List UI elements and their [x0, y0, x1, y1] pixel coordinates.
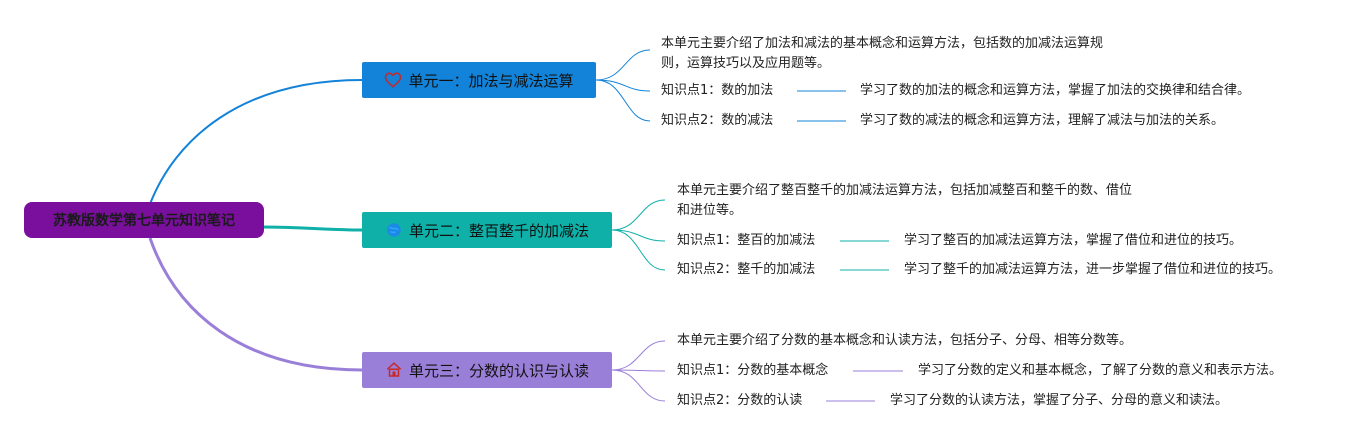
unit1-summary-line	[595, 49, 651, 81]
unit1-point1-line	[595, 79, 651, 92]
unit1-title: 单元一：加法与减法运算	[408, 71, 574, 90]
unit1-point1-label: 知识点1：数的加法	[661, 83, 774, 98]
unit1-point2-line	[595, 79, 651, 122]
root-to-unit2-line	[261, 225, 363, 232]
unit2-summary-line	[611, 199, 666, 231]
unit2-summary: 本单元主要介绍了整百整千的加减法运算方法，包括加减整百和整千的数、借位 和进位等…	[677, 181, 1177, 221]
unit2-point2-detail: 学习了整千的加减法运算方法，进一步掌握了借位和进位的技巧。	[904, 262, 1282, 277]
unit2-point2-label: 知识点2：整千的加减法	[677, 262, 816, 277]
root-to-unit1-line	[149, 79, 363, 205]
unit1-summary: 本单元主要介绍了加法和减法的基本概念和运算方法，包括数的加减法运算规 则，运算技…	[661, 34, 1151, 74]
unit2-point1-label: 知识点1：整百的加减法	[677, 233, 816, 248]
unit2-point1-detail: 学习了整百的加减法运算方法，掌握了借位和进位的技巧。	[904, 233, 1243, 248]
unit1-summary-line-2: 则，运算技巧以及应用题等。	[661, 56, 831, 71]
unit3-summary-line	[611, 340, 666, 371]
unit2-summary-line-1: 本单元主要介绍了整百整千的加减法运算方法，包括加减整百和整千的数、借位	[677, 183, 1133, 198]
root-node[interactable]: 苏教版数学第七单元知识笔记	[24, 202, 264, 238]
unit3-point2-line	[611, 369, 666, 402]
unit3-title: 单元三：分数的认识与认读	[408, 361, 589, 380]
unit2-summary-line-2: 和进位等。	[677, 203, 743, 218]
unit1-node[interactable]: 单元一：加法与减法运算	[362, 62, 596, 98]
unit1-point2-label: 知识点2：数的减法	[661, 113, 774, 128]
unit3-point1-detail: 学习了分数的定义和基本概念，了解了分数的意义和表示方法。	[918, 363, 1283, 378]
globe-icon	[387, 223, 401, 237]
unit2-point2-line	[611, 229, 666, 271]
unit1-summary-line-1: 本单元主要介绍了加法和减法的基本概念和运算方法，包括数的加减法运算规	[661, 36, 1104, 51]
unit3-point1-line	[611, 369, 666, 372]
unit3-point1-label: 知识点1：分数的基本概念	[677, 363, 829, 378]
unit1-point1-detail: 学习了数的加法的概念和运算方法，掌握了加法的交换律和结合律。	[860, 83, 1251, 98]
unit1-point2-detail: 学习了数的减法的概念和运算方法，理解了减法与加法的关系。	[860, 113, 1225, 128]
unit3-summary-line-1: 本单元主要介绍了分数的基本概念和认读方法，包括分子、分母、相等分数等。	[677, 333, 1133, 348]
unit3-point2-detail: 学习了分数的认读方法，掌握了分子、分母的意义和读法。	[890, 393, 1229, 408]
unit2-node[interactable]: 单元二：整百整千的加减法	[362, 212, 612, 248]
unit3-node[interactable]: 单元三：分数的认识与认读	[362, 352, 612, 388]
heart-icon	[385, 72, 402, 88]
house-icon	[386, 362, 402, 377]
root-label: 苏教版数学第七单元知识笔记	[53, 213, 235, 229]
unit3-point2-label: 知识点2：分数的认读	[677, 393, 803, 408]
unit2-title: 单元二：整百整千的加减法	[408, 221, 589, 240]
root-to-unit3-line	[148, 237, 363, 372]
